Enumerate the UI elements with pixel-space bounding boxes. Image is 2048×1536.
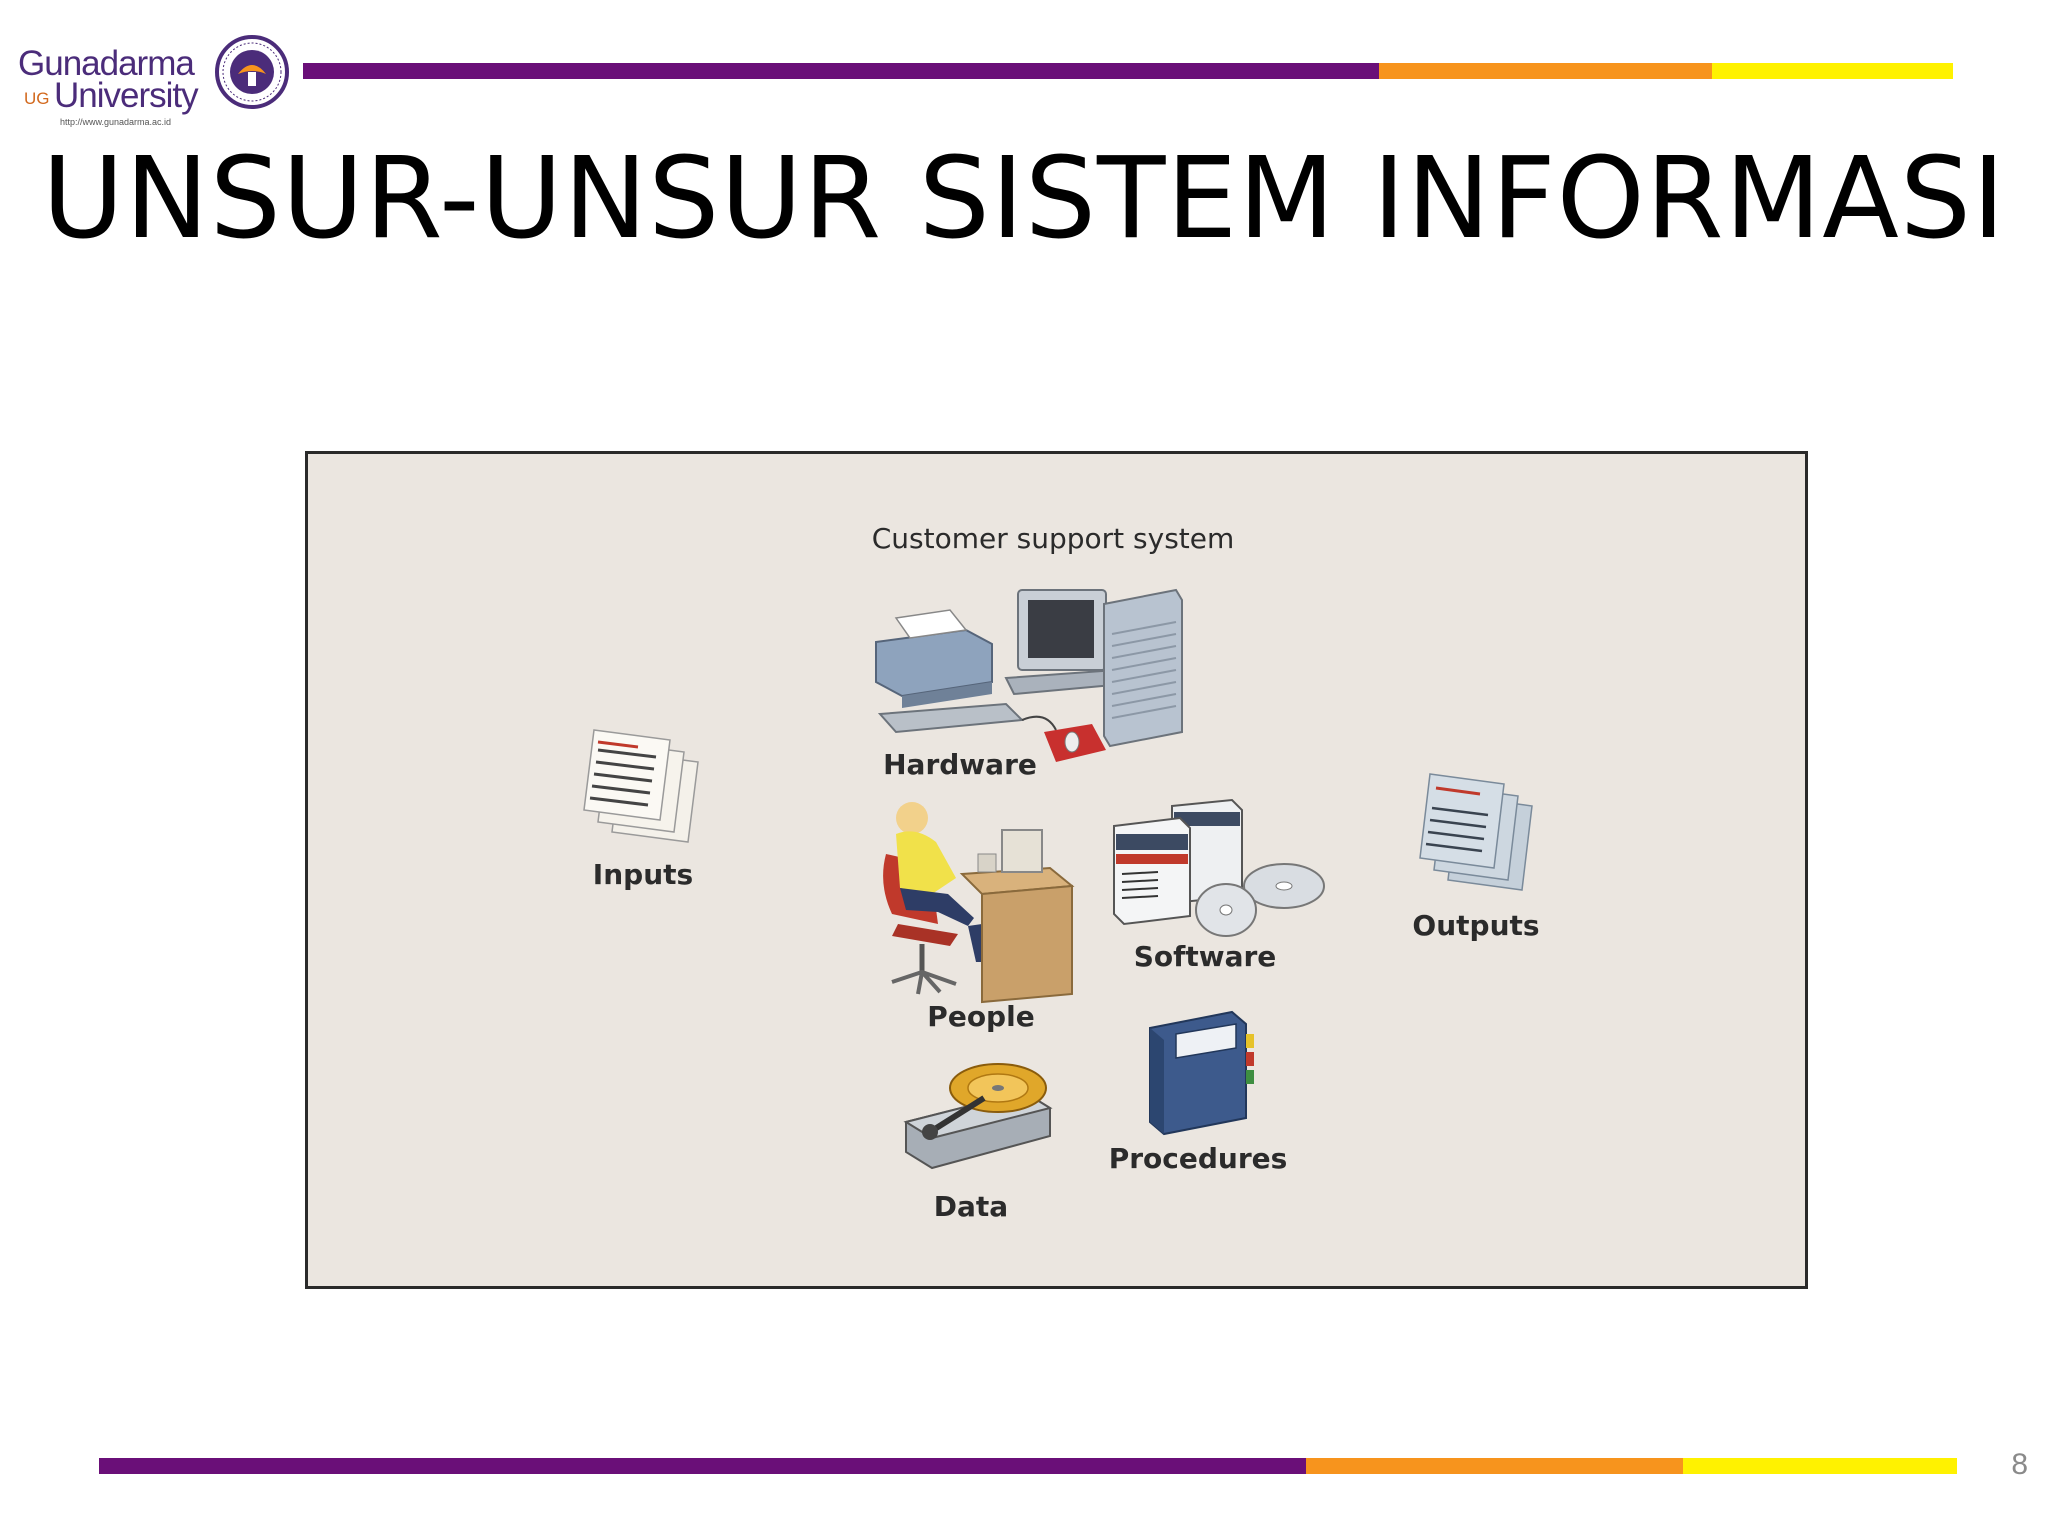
footer-stripe-yellow	[1683, 1458, 1957, 1474]
university-seal-icon	[215, 35, 289, 109]
software-icon	[1113, 798, 1325, 937]
label-inputs: Inputs	[592, 858, 694, 891]
inputs-documents-icon	[583, 729, 699, 843]
outputs-documents-icon	[1419, 773, 1533, 891]
university-logo: Gunadarma UG University http://www.gunad…	[14, 30, 289, 130]
header-stripe-purple	[303, 63, 1379, 79]
label-outputs: Outputs	[1412, 909, 1540, 942]
diagram-heading: Customer support system	[871, 522, 1235, 555]
label-hardware: Hardware	[883, 748, 1037, 781]
logo-ug-mark: UG	[24, 89, 50, 108]
logo-wordmark-gunadarma: Gunadarma	[18, 44, 195, 83]
logo-wordmark-university: University	[54, 76, 199, 115]
label-software: Software	[1133, 940, 1277, 973]
header-stripe-yellow	[1712, 63, 1953, 79]
logo-url: http://www.gunadarma.ac.id	[60, 117, 172, 127]
label-data: Data	[933, 1190, 1009, 1223]
people-icon	[883, 802, 1075, 1004]
footer-stripe-purple	[99, 1458, 1306, 1474]
slide-title: UNSUR-UNSUR SISTEM INFORMASI	[42, 134, 2006, 264]
information-system-diagram: Customer support system Hardware	[305, 451, 1808, 1289]
data-hard-disk-icon	[903, 1063, 1053, 1170]
label-procedures: Procedures	[1108, 1142, 1288, 1175]
procedures-binder-icon	[1149, 1010, 1254, 1136]
header-stripe-orange	[1379, 63, 1712, 79]
footer-stripe-orange	[1306, 1458, 1683, 1474]
page-number: 8	[2011, 1448, 2028, 1481]
label-people: People	[927, 1000, 1035, 1033]
hardware-icon	[875, 588, 1183, 762]
